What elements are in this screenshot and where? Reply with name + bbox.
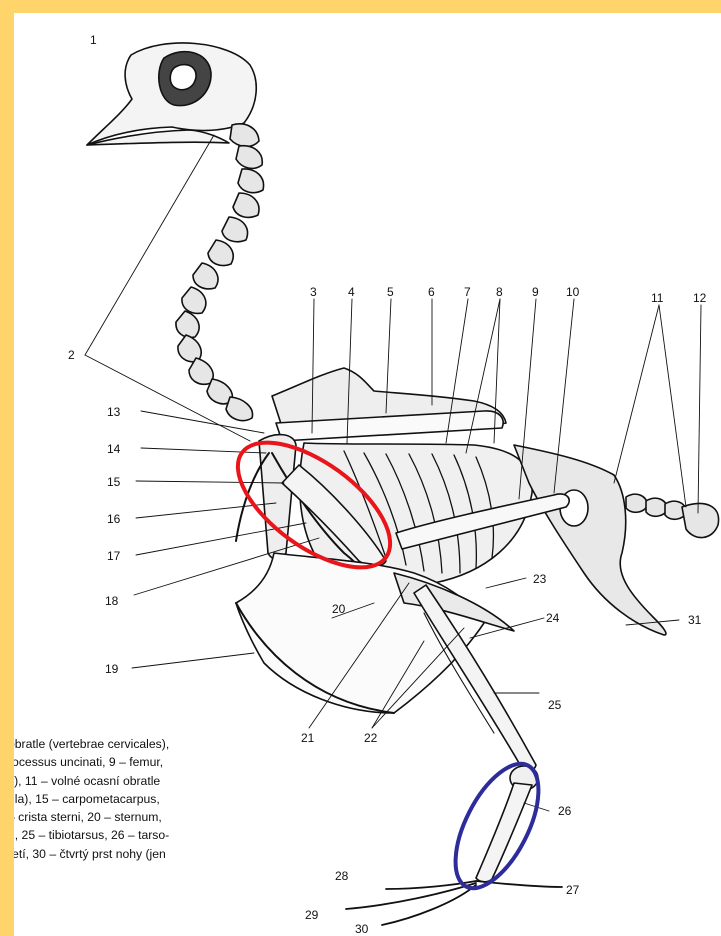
part-number-2: 2 <box>68 349 75 361</box>
part-number-23: 23 <box>533 573 546 585</box>
part-number-22: 22 <box>364 732 377 744</box>
toes <box>346 881 562 925</box>
caption-line-1: obratle (vertebrae cervicales), <box>14 735 298 753</box>
part-number-26: 26 <box>558 805 571 817</box>
caption-line-6: n, 25 – tibiotarsus, 26 – tarso- <box>14 826 298 844</box>
part-number-11: 11 <box>651 292 663 304</box>
part-number-3: 3 <box>310 286 317 298</box>
tail-vertebrae <box>626 494 719 537</box>
part-number-10: 10 <box>566 286 579 298</box>
part-number-5: 5 <box>387 286 394 298</box>
part-number-8: 8 <box>496 286 503 298</box>
part-number-25: 25 <box>548 699 561 711</box>
caption-line-2: rocessus uncinati, 9 – femur, <box>14 753 298 771</box>
part-number-29: 29 <box>305 909 318 921</box>
caption-line-3: y), 11 – volné ocasní obratle <box>14 772 298 790</box>
part-number-31: 31 <box>688 614 701 626</box>
part-number-24: 24 <box>546 612 559 624</box>
pelvis <box>514 445 666 635</box>
part-number-14: 14 <box>107 443 120 455</box>
part-number-15: 15 <box>107 476 120 488</box>
part-number-12: 12 <box>693 292 706 304</box>
figure-panel: 1 2 3 4 5 6 7 8 9 10 11 12 13 14 15 16 1… <box>14 13 721 936</box>
part-number-17: 17 <box>107 550 120 562</box>
caption-line-5: – crista sterni, 20 – sternum, <box>14 808 298 826</box>
part-number-13: 13 <box>107 406 120 418</box>
cervical-vertebrae <box>176 124 264 421</box>
skull-orbit-ring <box>170 65 196 90</box>
part-number-4: 4 <box>348 286 355 298</box>
part-number-9: 9 <box>532 286 539 298</box>
part-number-28: 28 <box>335 870 348 882</box>
part-number-30: 30 <box>355 923 368 935</box>
part-number-27: 27 <box>566 884 579 896</box>
part-number-16: 16 <box>107 513 120 525</box>
part-number-20: 20 <box>332 603 345 615</box>
part-number-7: 7 <box>464 286 471 298</box>
part-number-21: 21 <box>301 732 314 744</box>
caption-line-7: řetí, 30 – čtvrtý prst nohy (jen <box>14 845 298 863</box>
part-number-19: 19 <box>105 663 118 675</box>
figure-caption: obratle (vertebrae cervicales), rocessus… <box>14 735 298 863</box>
part-number-6: 6 <box>428 286 435 298</box>
caption-line-4: ula), 15 – carpometacarpus, <box>14 790 298 808</box>
part-number-1: 1 <box>90 34 97 46</box>
part-number-18: 18 <box>105 595 118 607</box>
tarsometatarsus <box>476 783 532 882</box>
